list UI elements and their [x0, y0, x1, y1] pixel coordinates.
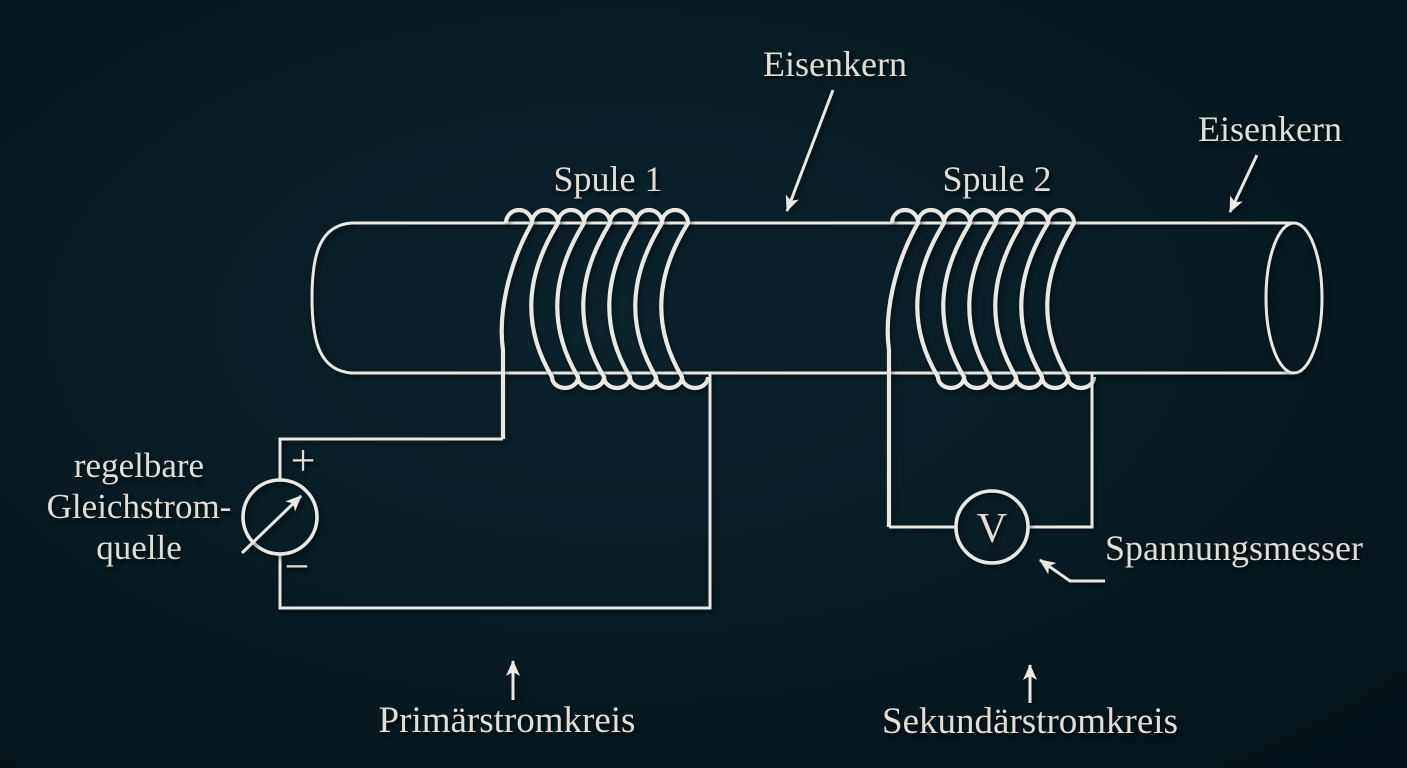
- core-right-endcap: [1264, 221, 1324, 375]
- secondary-circuit-wires: [889, 374, 1094, 565]
- primary-wire-bottom: [278, 373, 712, 610]
- label-sekundaerstromkreis: Sekundärstromkreis: [882, 701, 1178, 742]
- label-spule2: Spule 2: [942, 159, 1052, 199]
- core-left-cap: [310, 221, 353, 375]
- spannungsmesser-arrow: [1039, 558, 1105, 583]
- iron-core: [310, 221, 1324, 375]
- dc-source-adjust-arrow: [240, 494, 303, 555]
- label-plus-sign: +: [290, 435, 316, 485]
- label-primaerstromkreis: Primärstromkreis: [378, 700, 636, 741]
- label-minus-sign: −: [284, 541, 310, 591]
- label-eisenkern-center: Eisenkern: [763, 44, 907, 84]
- spule1-coil: [499, 207, 711, 439]
- label-eisenkern-right: Eisenkern: [1198, 109, 1342, 149]
- label-dc-source-line1: regelbare: [73, 446, 205, 485]
- label-dc-source-line3: quelle: [96, 528, 182, 567]
- label-dc-source-line2: Gleichstrom-: [46, 487, 232, 526]
- label-dc-source: regelbare Gleichstrom- quelle: [29, 445, 249, 568]
- primary-circuit-wires: [240, 373, 712, 610]
- eisenkern-right-arrow: [1228, 154, 1259, 213]
- dc-source-symbol: [241, 478, 319, 556]
- label-voltmeter-v: V: [976, 505, 1008, 552]
- label-spannungsmesser: Spannungsmesser: [1105, 528, 1363, 568]
- eisenkern-center-arrow: [785, 89, 835, 212]
- label-spule1: Spule 1: [553, 159, 663, 199]
- primary-wire-top: [278, 437, 503, 480]
- spule2-coil: [885, 207, 1097, 527]
- secondary-wire-right: [1028, 374, 1094, 529]
- annotation-arrows: [506, 89, 1259, 703]
- voltmeter-symbol-circle: [954, 489, 1030, 565]
